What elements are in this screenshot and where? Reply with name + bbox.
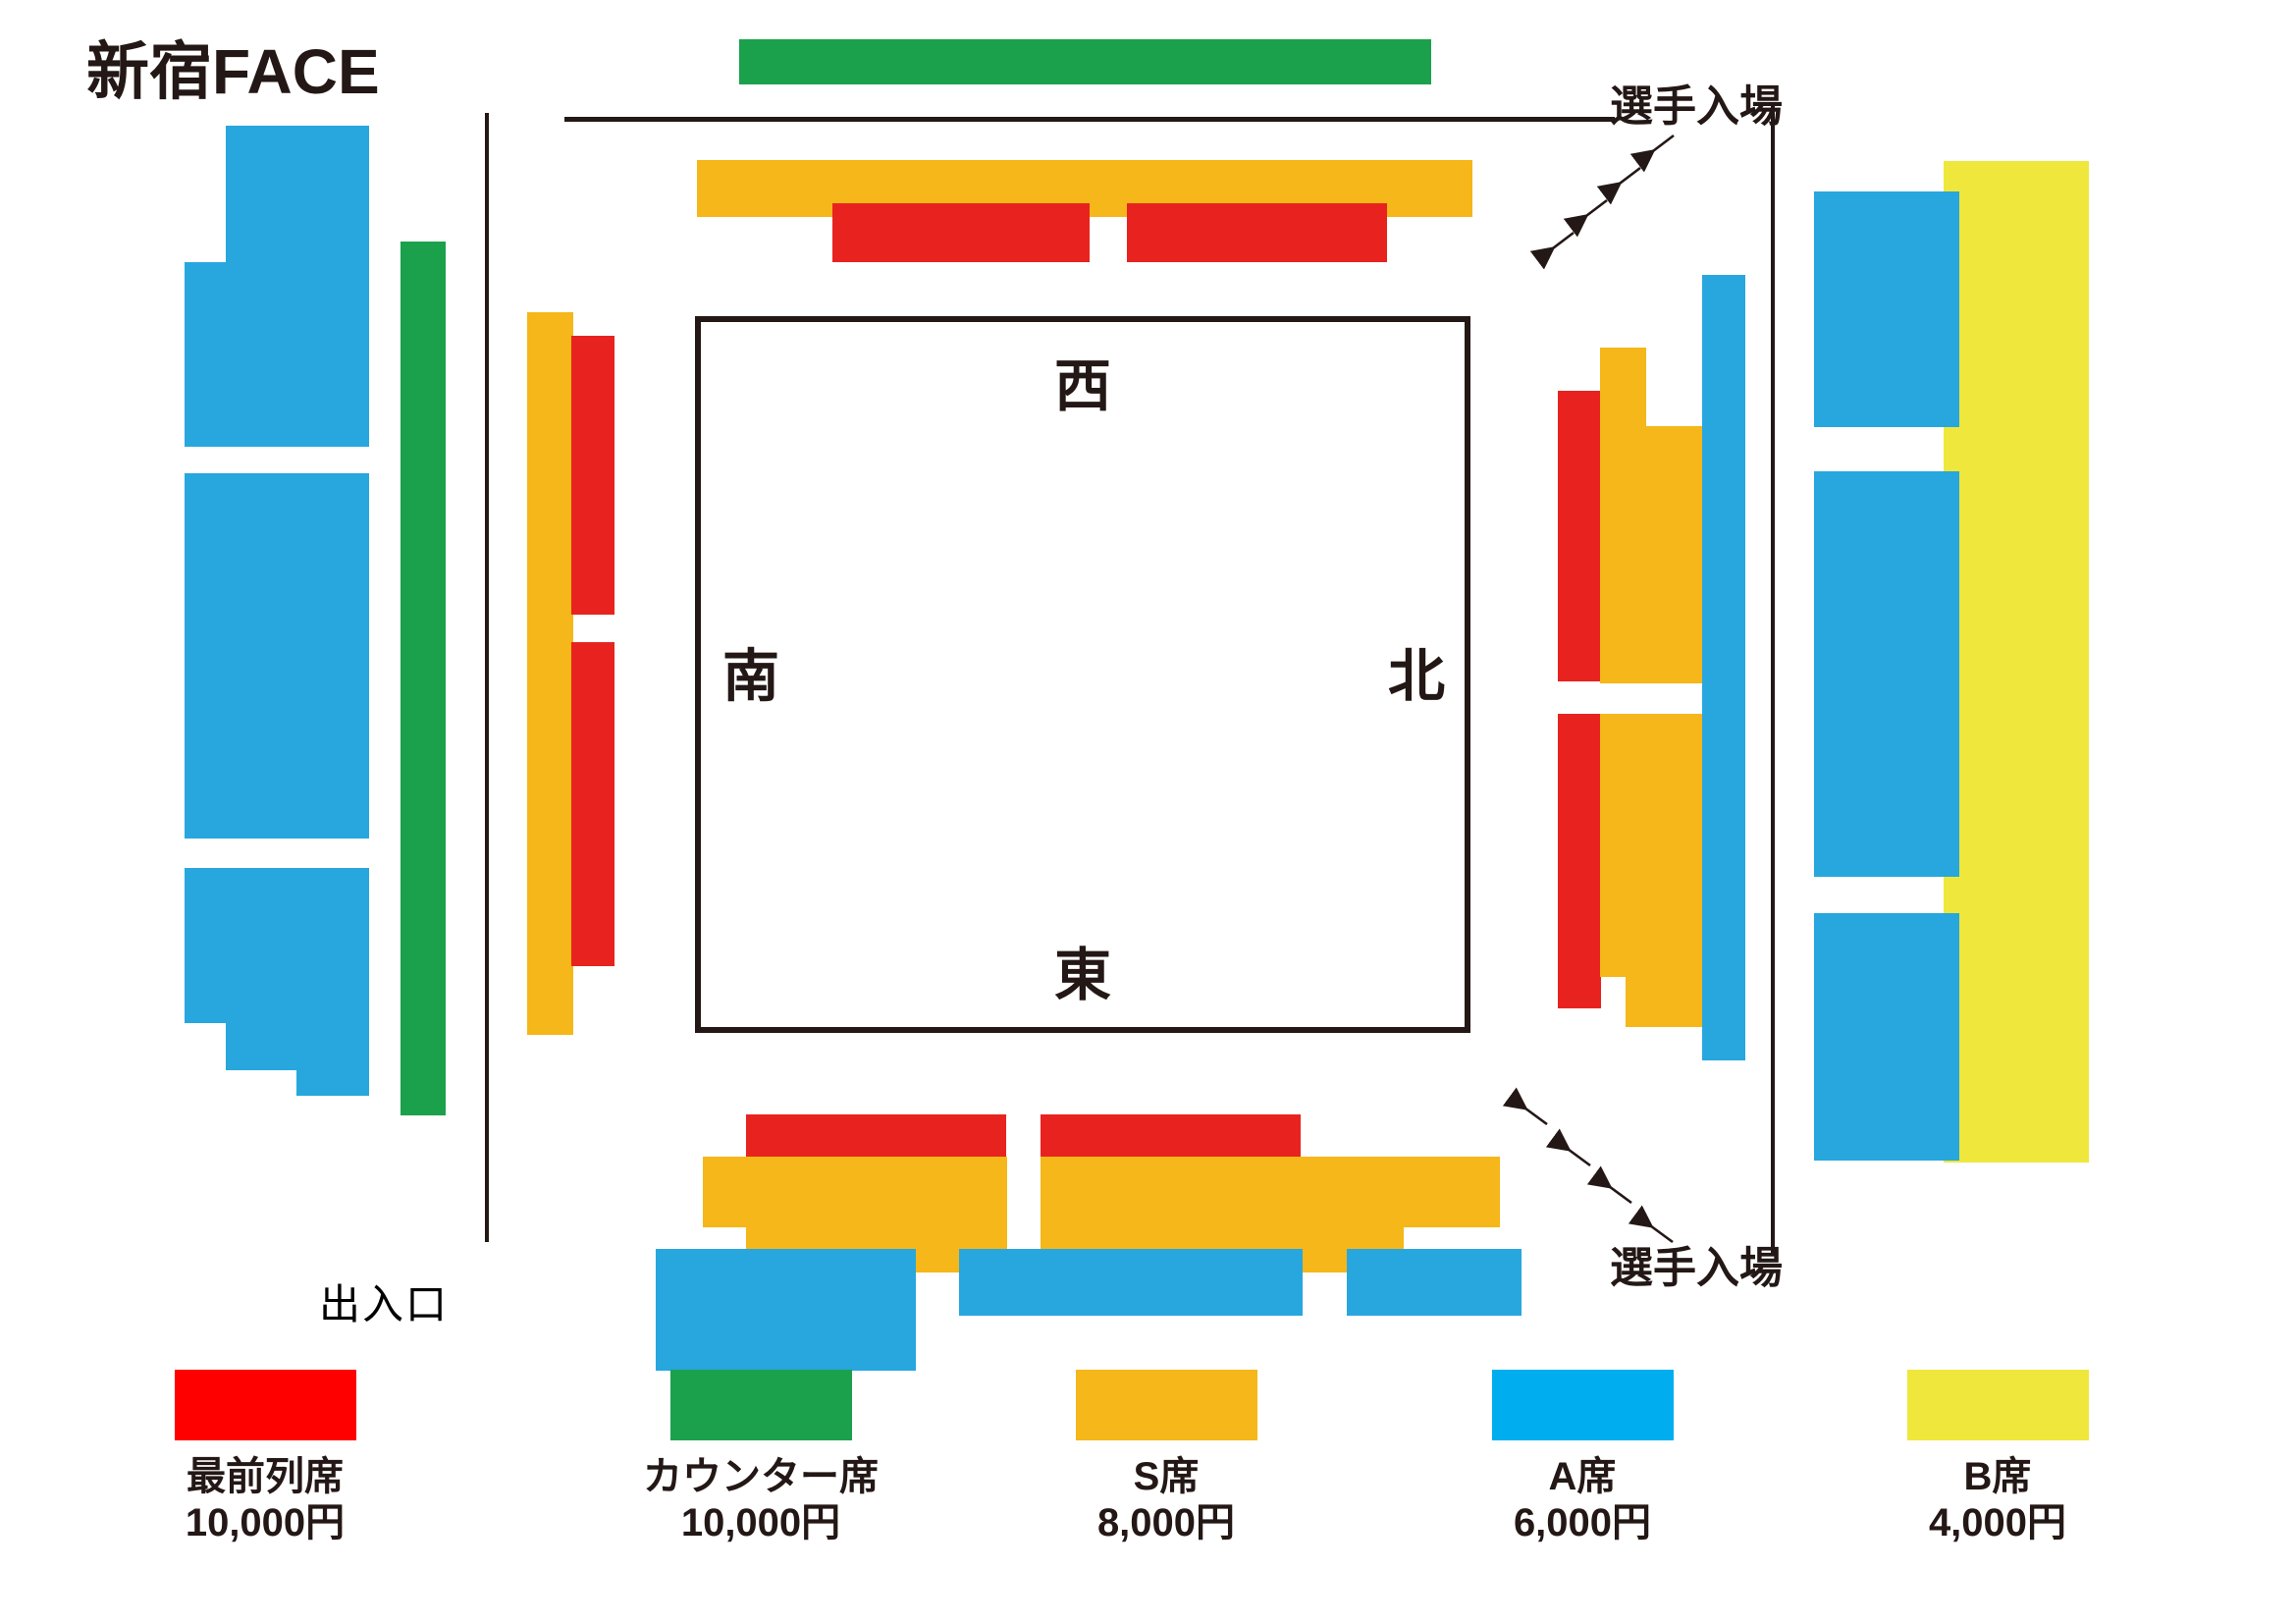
seat-block-s-right-lower-tail[interactable] xyxy=(1626,968,1714,1027)
legend-item-b-seat[interactable]: B席 4,000円 xyxy=(1821,1370,2174,1546)
ring-area: 西 南 北 東 xyxy=(695,316,1470,1033)
seat-block-front-row-top-left[interactable] xyxy=(832,203,1090,262)
legend-price-counter: 10,000円 xyxy=(680,1501,841,1545)
seat-block-s-left-inner[interactable] xyxy=(527,312,573,1035)
legend-name-b-seat: B席 xyxy=(1963,1455,2032,1498)
seat-block-a-left-outer-3b[interactable] xyxy=(226,1019,369,1070)
legend-item-s-seat[interactable]: S席 8,000円 xyxy=(989,1370,1343,1546)
seat-block-a-left-outer-2[interactable] xyxy=(185,473,369,839)
seat-block-a-right-outer-1[interactable] xyxy=(1814,191,1959,427)
entrance-label: 出入口 xyxy=(319,1281,450,1327)
legend-swatch-b-seat xyxy=(1906,1370,2089,1440)
seat-block-a-left-outer-3[interactable] xyxy=(185,868,369,1023)
seat-block-s-bottom-right-2[interactable] xyxy=(1041,1157,1500,1227)
seat-block-s-right-lower[interactable] xyxy=(1600,714,1714,977)
legend-swatch-s-seat xyxy=(1075,1370,1257,1440)
divider-line-top xyxy=(564,117,1615,122)
direction-label-east: 東 xyxy=(1053,944,1112,1007)
seat-block-a-bottom-center[interactable] xyxy=(959,1249,1303,1316)
boundary-line-right xyxy=(1771,104,1775,1253)
seat-block-a-left-outer-3c[interactable] xyxy=(296,1066,369,1096)
legend-price-front-row: 10,000円 xyxy=(185,1501,346,1545)
legend-name-counter: カウンター席 xyxy=(643,1455,879,1498)
page-title: 新宿FACE xyxy=(86,36,380,107)
legend-price-s-seat: 8,000円 xyxy=(1096,1501,1236,1545)
seat-block-a-right-outer-3[interactable] xyxy=(1814,913,1959,1161)
direction-label-north: 北 xyxy=(1387,644,1445,709)
legend-name-front-row: 最前列席 xyxy=(187,1455,344,1498)
seat-block-s-right-upper[interactable] xyxy=(1600,426,1714,683)
seat-block-a-left-outer-1b[interactable] xyxy=(185,262,369,447)
player-entry-arrows-top xyxy=(1529,134,1675,270)
seat-block-front-row-left-upper[interactable] xyxy=(571,336,614,615)
seat-block-a-left-outer-1[interactable] xyxy=(226,126,369,267)
seat-block-counter-left[interactable] xyxy=(400,242,446,1115)
legend-name-s-seat: S席 xyxy=(1133,1455,1200,1498)
legend-name-a-seat: A席 xyxy=(1548,1455,1617,1498)
boundary-line-left xyxy=(485,113,489,1242)
direction-label-west: 西 xyxy=(1053,354,1112,418)
player-entry-label-bottom: 選手入場 xyxy=(1610,1244,1783,1292)
player-entry-arrows-bottom xyxy=(1502,1087,1674,1244)
legend-swatch-a-seat xyxy=(1491,1370,1674,1440)
seat-block-b-right-outer[interactable] xyxy=(1944,161,2089,1163)
seat-block-a-right-outer-2[interactable] xyxy=(1814,471,1959,877)
legend-swatch-front-row xyxy=(174,1370,356,1440)
player-entry-label-top: 選手入場 xyxy=(1610,82,1783,131)
seat-block-counter-top[interactable] xyxy=(739,39,1431,84)
legend: 最前列席 10,000円 カウンター席 10,000円 S席 8,000円 A席… xyxy=(0,1370,2296,1624)
legend-swatch-counter xyxy=(669,1370,852,1440)
legend-price-b-seat: 4,000円 xyxy=(1928,1501,2067,1545)
seat-block-front-row-top-right[interactable] xyxy=(1127,203,1387,262)
direction-label-south: 南 xyxy=(722,644,780,709)
legend-price-a-seat: 6,000円 xyxy=(1513,1501,1652,1545)
seat-block-front-row-left-lower[interactable] xyxy=(571,642,614,966)
seat-block-front-row-right-lower[interactable] xyxy=(1558,714,1601,1008)
legend-item-counter[interactable]: カウンター席 10,000円 xyxy=(584,1370,937,1546)
seat-block-a-bottom-right[interactable] xyxy=(1347,1249,1522,1316)
seat-block-front-row-right-upper[interactable] xyxy=(1558,391,1601,681)
seat-block-a-bottom-left[interactable] xyxy=(656,1249,916,1371)
legend-item-a-seat[interactable]: A席 6,000円 xyxy=(1406,1370,1759,1546)
seat-block-a-right-inner[interactable] xyxy=(1702,275,1745,1060)
legend-item-front-row[interactable]: 最前列席 10,000円 xyxy=(88,1370,442,1546)
